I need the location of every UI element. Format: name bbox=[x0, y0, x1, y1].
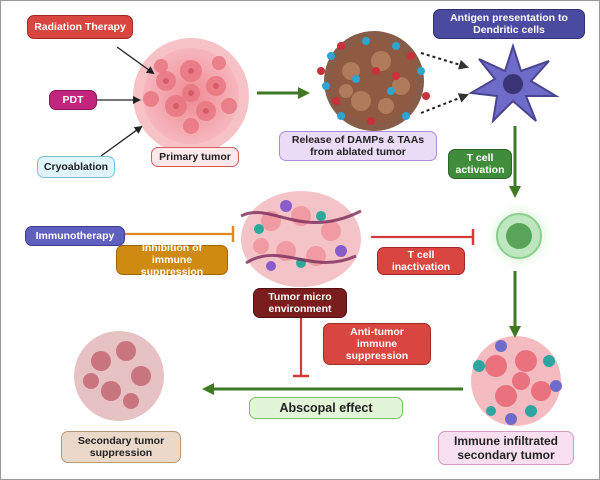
dotted-arrow-upper bbox=[420, 52, 469, 70]
label-t-cell-activation: T cell activation bbox=[448, 149, 512, 179]
label-antigen-presentation: Antigen presentation to Dendritic cells bbox=[433, 9, 585, 39]
label-secondary-tumor-suppression: Secondary tumor suppression bbox=[61, 431, 181, 463]
primary-tumor-illustration bbox=[133, 38, 249, 154]
tumor-microenvironment-illustration bbox=[240, 191, 362, 287]
ablated-tumor-illustration bbox=[317, 31, 430, 131]
label-t-cell-inactivation: T cell inactivation bbox=[377, 247, 465, 275]
label-tumor-micro-environment: Tumor micro environment bbox=[253, 288, 347, 318]
activated-t-cell-illustration bbox=[483, 200, 555, 272]
label-abscopal-effect: Abscopal effect bbox=[249, 397, 403, 419]
label-primary-tumor: Primary tumor bbox=[151, 147, 239, 167]
label-anti-tumor-immune-suppression: Anti-tumor immune suppression bbox=[323, 323, 431, 365]
label-immunotherapy: Immunotherapy bbox=[25, 226, 125, 246]
label-radiation-therapy: Radiation Therapy bbox=[27, 15, 133, 39]
dendritic-cell-illustration bbox=[467, 42, 560, 124]
dotted-arrow-lower bbox=[420, 93, 469, 114]
immune-infiltrated-tumor-illustration bbox=[471, 336, 562, 426]
suppressed-secondary-tumor-illustration bbox=[74, 331, 164, 421]
label-inhibition-immune-suppression: Inhibition of immune suppression bbox=[116, 242, 228, 278]
arrow-radiation-to-tumor bbox=[116, 46, 155, 75]
label-pdt: PDT bbox=[49, 90, 97, 110]
label-immune-infiltrated-secondary-tumor: Immune infiltrated secondary tumor bbox=[438, 431, 574, 465]
arrow-cryoablation-to-tumor bbox=[100, 125, 143, 157]
label-cryoablation: Cryoablation bbox=[37, 156, 115, 178]
label-release-damps: Release of DAMPs & TAAs from ablated tum… bbox=[279, 131, 437, 161]
